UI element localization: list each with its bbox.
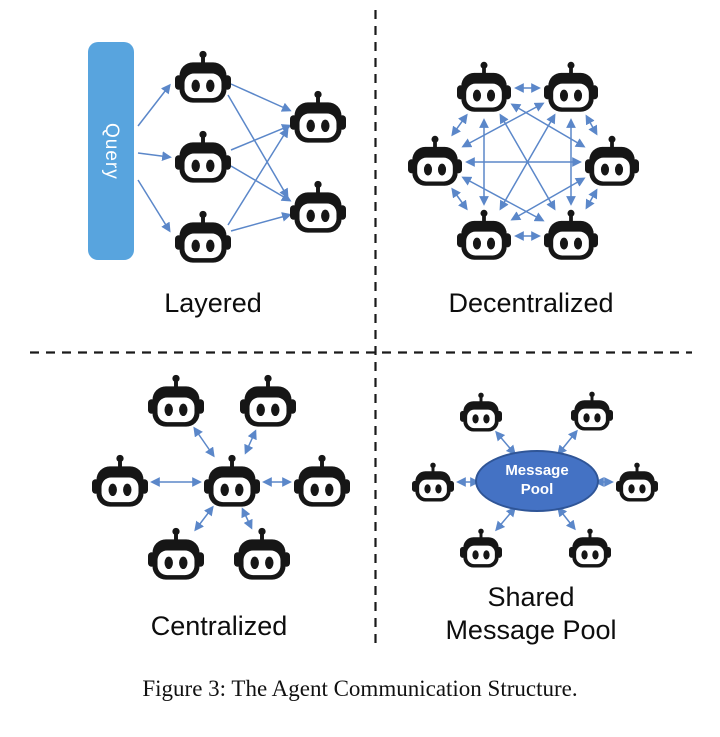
robot-icon [148, 527, 204, 580]
robot-icon [290, 90, 346, 143]
layered-robots [175, 50, 346, 263]
shared-message-pool-label-line2: Message Pool [445, 615, 617, 645]
query-box: Query [88, 42, 134, 260]
robot-icon [204, 454, 260, 507]
robot-icon [457, 61, 511, 112]
robot-icon [408, 135, 462, 186]
robot-icon [234, 527, 290, 580]
robot-icon [92, 454, 148, 507]
robot-icon [571, 391, 613, 431]
robot-icon [544, 209, 598, 260]
robot-icon [240, 374, 296, 427]
robot-icon [616, 462, 658, 502]
decentralized-robots [408, 61, 639, 260]
robot-icon [175, 50, 231, 103]
shared-message-pool-label: Shared Message Pool [445, 581, 616, 647]
layered-arrows [137, 83, 292, 233]
robot-icon [412, 462, 454, 502]
message-pool-label: Message Pool [505, 462, 569, 498]
figure-caption: Figure 3: The Agent Communication Struct… [142, 676, 578, 701]
robot-icon [457, 209, 511, 260]
robot-icon [290, 180, 346, 233]
robot-icon [569, 528, 611, 568]
robot-icon [460, 528, 502, 568]
centralized-robots [92, 374, 350, 580]
centralized-arrows [150, 426, 292, 532]
robot-icon [585, 135, 639, 186]
message-pool-ellipse: Message Pool [475, 450, 599, 512]
centralized-label: Centralized [150, 611, 288, 641]
decentralized-label: Decentralized [448, 288, 614, 318]
decentralized-arrows [451, 83, 598, 241]
layered-label: Layered [164, 288, 262, 318]
robot-icon [175, 210, 231, 263]
shared-message-pool-label-line1: Shared [487, 582, 575, 612]
query-label: Query [101, 122, 122, 180]
robot-icon [544, 61, 598, 112]
robot-icon [148, 374, 204, 427]
robot-icon [294, 454, 350, 507]
robot-icon [175, 130, 231, 183]
robot-icon [460, 392, 502, 432]
message-pool-arrows [456, 429, 614, 532]
